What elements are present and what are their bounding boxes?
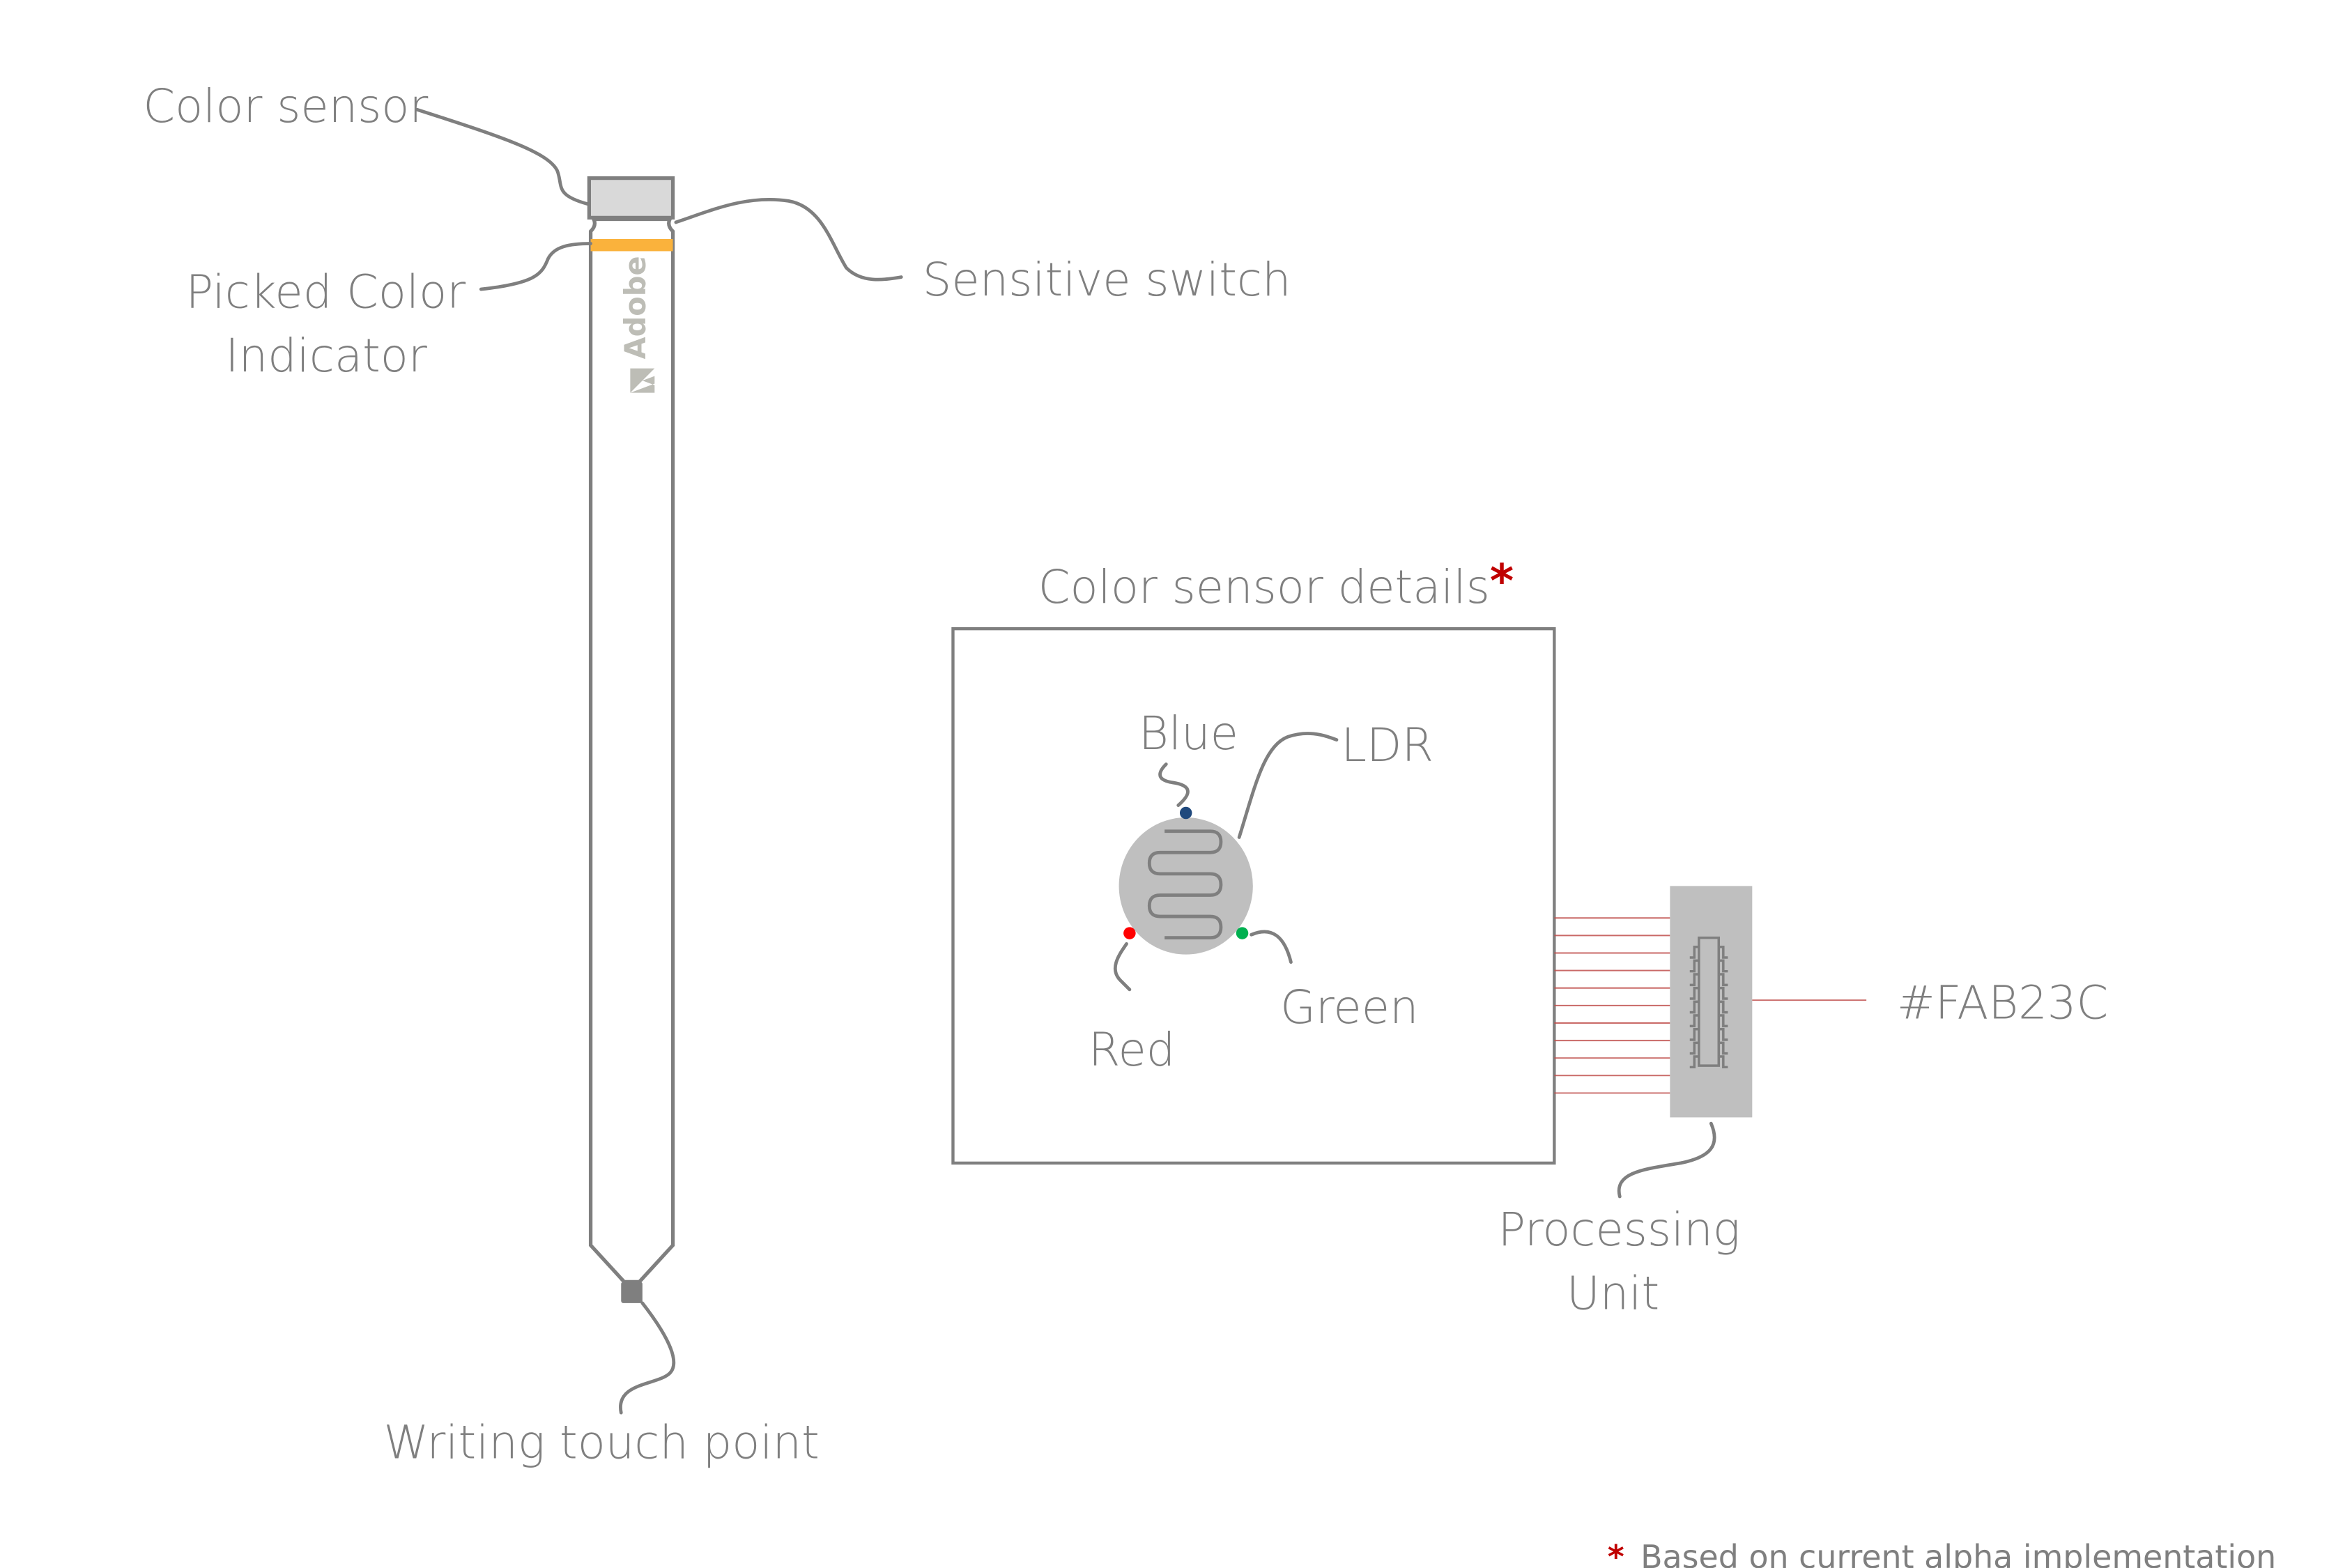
label-red: Red	[1089, 1024, 1175, 1077]
color-sensor-cap	[587, 176, 675, 220]
picked-color-indicator-band	[590, 238, 673, 252]
ldr-body	[1119, 817, 1253, 955]
chip-pin	[1719, 1041, 1728, 1055]
label-picked-color-indicator-2: Indicator	[225, 330, 427, 383]
sensor-details-title: Color sensor details*	[1038, 555, 1514, 614]
chip-pin	[1719, 959, 1728, 973]
label-color-sensor: Color sensor	[143, 80, 428, 133]
chip-pin	[1719, 1014, 1728, 1028]
chip-icon	[1689, 936, 1728, 1069]
footnote-asterisk: *	[1608, 1538, 1624, 1568]
leader-sensitive-switch	[674, 197, 903, 282]
pen-body	[588, 217, 675, 1284]
leader-red	[1113, 941, 1132, 992]
leader-touch-point	[619, 1301, 676, 1415]
chip-pin	[1689, 973, 1699, 987]
leader-ldr	[1237, 732, 1339, 839]
chip-pin	[1689, 986, 1699, 1000]
chip-pin	[1689, 959, 1699, 973]
label-picked-color-indicator-1: Picked Color	[186, 266, 466, 318]
label-output-value: #FAB23C	[1897, 976, 2108, 1029]
ldr	[1119, 806, 1253, 955]
chip-pin	[1719, 973, 1728, 987]
label-sensitive-switch: Sensitive switch	[923, 254, 1291, 307]
footnote-text: Based on current alpha implementation	[1640, 1538, 2276, 1568]
label-processing-unit-1: Processing	[1498, 1204, 1741, 1256]
chip-pin	[1719, 945, 1728, 959]
writing-tip	[621, 1282, 643, 1303]
sensor-wires	[1554, 917, 1670, 1094]
label-green: Green	[1280, 981, 1418, 1034]
leader-color-sensor	[415, 107, 590, 206]
label-writing-touch-point: Writing touch point	[383, 1417, 819, 1470]
leader-processing-unit	[1617, 1121, 1716, 1199]
ldr-serpentine	[1147, 829, 1223, 940]
chip-pin	[1689, 1014, 1699, 1028]
processing-unit-body	[1670, 886, 1753, 1118]
chip-pin	[1719, 986, 1728, 1000]
pen: Adobe Color sensor Picked Color Indicato…	[143, 80, 1291, 1470]
chip-pin	[1689, 1055, 1699, 1069]
chip-pin	[1689, 1027, 1699, 1041]
blue-dot	[1179, 806, 1192, 820]
processing-unit: #FAB23C Processing Unit	[1498, 886, 2108, 1321]
chip-pin	[1689, 945, 1699, 959]
adobe-brand-text: Adobe	[618, 256, 652, 359]
green-dot	[1236, 927, 1249, 939]
red-dot	[1123, 927, 1136, 939]
label-blue: Blue	[1139, 707, 1238, 760]
sensor-details-asterisk: *	[1490, 555, 1514, 608]
chip-pin	[1719, 1000, 1728, 1014]
chip-pin	[1689, 1041, 1699, 1055]
sensor-details-box	[951, 627, 1556, 1165]
sensor-details-title-text: Color sensor details	[1038, 561, 1490, 614]
chip-pin	[1689, 1000, 1699, 1014]
leader-green	[1250, 930, 1293, 964]
label-ldr: LDR	[1342, 719, 1434, 772]
label-processing-unit-2: Unit	[1567, 1268, 1659, 1321]
footnote: * Based on current alpha implementation	[1608, 1538, 2276, 1568]
leader-picked-color	[479, 242, 592, 291]
sensor-details: Color sensor details*	[951, 555, 1556, 1165]
leader-blue-wire	[1158, 762, 1190, 807]
chip-pin	[1719, 1027, 1728, 1041]
chip-pin	[1719, 1055, 1728, 1069]
